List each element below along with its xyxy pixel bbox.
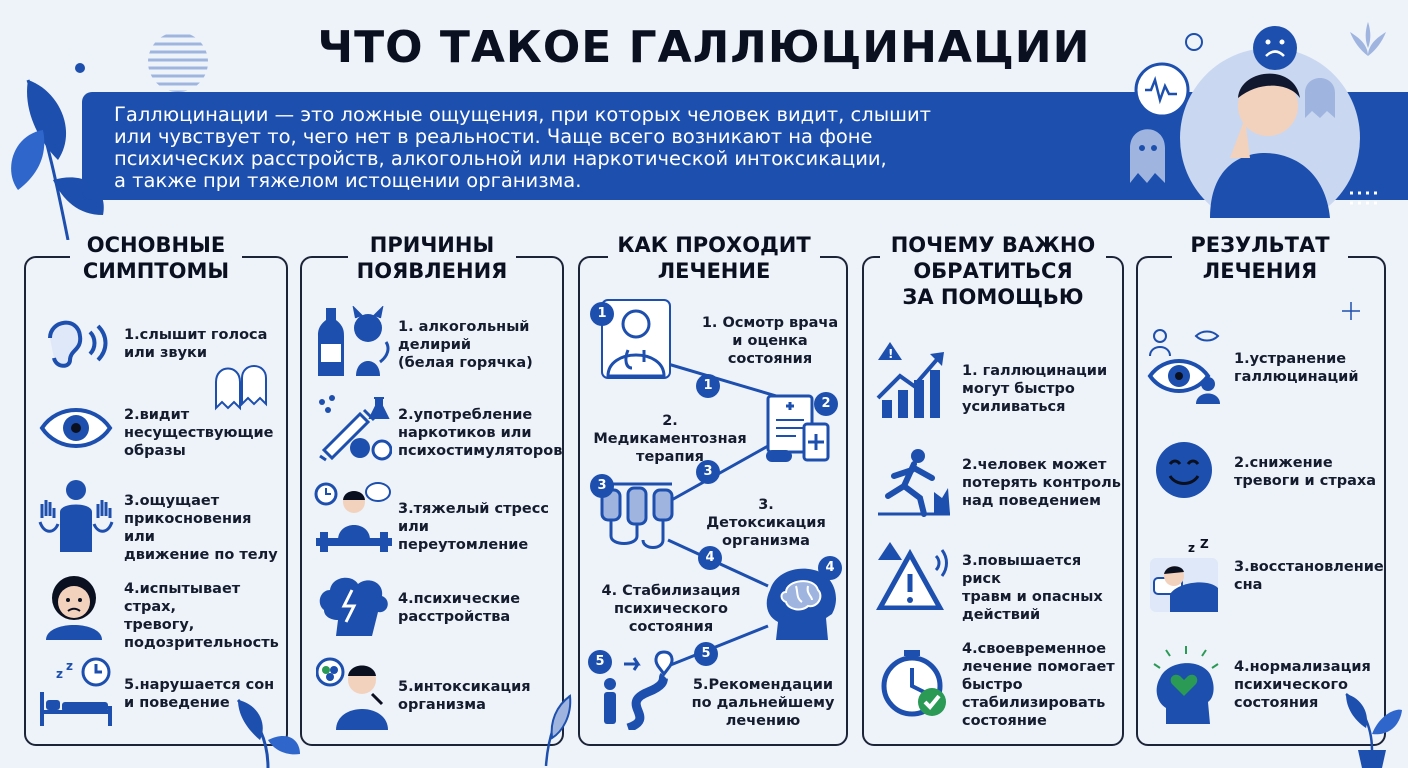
importance-item: 4.своевременное лечение помогает быстро … — [962, 641, 1115, 729]
treatment-step: 4. Стабилизация психического состояния — [601, 583, 741, 635]
ghost-icon — [215, 365, 267, 411]
result-item: 2.снижение тревоги и страха — [1234, 455, 1377, 489]
causes-title: ПРИЧИНЫ ПОЯВЛЕНИЯ — [348, 232, 516, 284]
step-badge: 3 — [696, 460, 720, 484]
stopwatch-check-icon — [881, 650, 946, 717]
intro-line: психических расстройств, алкогольной или… — [114, 147, 887, 170]
svg-text:!: ! — [888, 347, 893, 361]
heart-head-icon — [1153, 646, 1219, 724]
falling-person-icon — [878, 449, 950, 517]
importance-title: ПОЧЕМУ ВАЖНО ОБРАТИТЬСЯ ЗА ПОМОЩЬЮ — [880, 232, 1106, 310]
treatment-title: КАК ПРОХОДИТ ЛЕЧЕНИЕ — [608, 232, 820, 284]
step-badge: 3 — [590, 474, 614, 498]
svg-text:z: z — [1188, 541, 1195, 555]
importance-item: 1. галлюцинации могут быстро усиливаться — [962, 363, 1108, 415]
cause-item: 5.интоксикация организма — [398, 679, 531, 713]
leaf-bottom-decoration-icon — [236, 698, 300, 768]
svg-text:Z: Z — [1200, 538, 1209, 551]
symptoms-title: ОСНОВНЫЕ СИМПТОМЫ — [70, 232, 242, 284]
syringe-pills-icon — [319, 395, 392, 462]
eye-person-icon — [1147, 329, 1220, 404]
sick-person-icon — [316, 657, 388, 730]
stress-clock-icon — [314, 482, 392, 552]
treatment-step: 3. Детоксикация организма — [706, 497, 826, 549]
result-item: 4.нормализация психического состояния — [1234, 659, 1371, 711]
striped-circle-decoration — [148, 34, 208, 92]
prescription-icon — [766, 394, 830, 462]
symptom-item: 5.нарушается сон и поведение — [124, 677, 275, 711]
intro-line: Галлюцинации — это ложные ощущения, при … — [114, 103, 932, 126]
result-item: 3.восстановление сна — [1234, 559, 1384, 593]
treatment-step: 2. Медикаментозная терапия — [593, 413, 747, 465]
step-badge: 4 — [818, 556, 842, 580]
smile-icon — [1156, 442, 1212, 498]
symptom-item: 4.испытывает страх, тревогу, подозритель… — [124, 581, 279, 651]
body-touch-icon — [38, 480, 114, 552]
svg-text:z: z — [56, 667, 63, 681]
eye-icon — [39, 408, 113, 448]
step-badge: 1 — [590, 302, 614, 326]
leaf-decoration-icon — [11, 63, 117, 240]
intro-line: или чувствует то, чего нет в реальности.… — [114, 125, 873, 148]
intro-line: а также при тяжелом истощении организма. — [114, 169, 582, 192]
rising-chart-warning-icon: ! — [876, 342, 944, 418]
treatment-step: 1. Осмотр врача и оценка состояния — [701, 315, 839, 367]
sleep-clock-icon: z z — [40, 657, 112, 726]
iv-drip-icon — [600, 482, 674, 549]
step-badge: 5 — [588, 650, 612, 674]
leaf-bottom-center-icon — [544, 694, 572, 766]
ear-icon — [48, 320, 108, 368]
svg-text:z: z — [66, 659, 73, 673]
step-badge: 5 — [694, 642, 718, 666]
step-badge: 4 — [698, 546, 722, 570]
sparkle-decoration — [1342, 302, 1360, 320]
warning-triangle-icon — [876, 542, 948, 610]
path-route-icon — [604, 650, 674, 730]
symptom-item: 3.ощущает прикосновения или движение по … — [124, 493, 278, 563]
storm-head-icon — [319, 577, 388, 636]
step-badge: 2 — [814, 392, 838, 416]
cause-item: 2.употребление наркотиков или психостиму… — [398, 407, 563, 459]
leaf-logo-icon — [1350, 22, 1386, 56]
symptom-item: 1.слышит голоса или звуки — [124, 327, 268, 361]
cause-item: 1. алкогольный делирий (белая горячка) — [398, 319, 533, 371]
anxious-woman-icon — [46, 576, 102, 640]
brain-head-icon — [766, 568, 836, 640]
troubled-man-illustration — [1130, 26, 1377, 218]
treatment-step: 5.Рекомендации по дальнейшему лечению — [691, 677, 835, 729]
page-title: ЧТО ТАКОЕ ГАЛЛЮЦИНАЦИИ — [317, 22, 1091, 73]
sleeping-person-icon: z Z — [1150, 538, 1218, 612]
importance-item: 2.человек может потерять контроль над по… — [962, 457, 1121, 509]
result-title: РЕЗУЛЬТАТ ЛЕЧЕНИЯ — [1172, 232, 1348, 284]
symptom-item: 2.видит несуществующие образы — [124, 407, 274, 459]
importance-item: 3.повышается риск травм и опасных действ… — [962, 553, 1103, 623]
step-badge: 1 — [696, 374, 720, 398]
potted-plant-icon — [1345, 692, 1402, 768]
doctor-icon — [601, 299, 671, 379]
result-item: 1.устранение галлюцинаций — [1234, 351, 1359, 385]
intro-banner: Галлюцинации — это ложные ощущения, при … — [82, 92, 1142, 200]
cause-item: 3.тяжелый стресс или переутомление — [398, 501, 549, 553]
cause-item: 4.психические расстройства — [398, 591, 521, 625]
bottle-devil-icon — [318, 306, 390, 376]
